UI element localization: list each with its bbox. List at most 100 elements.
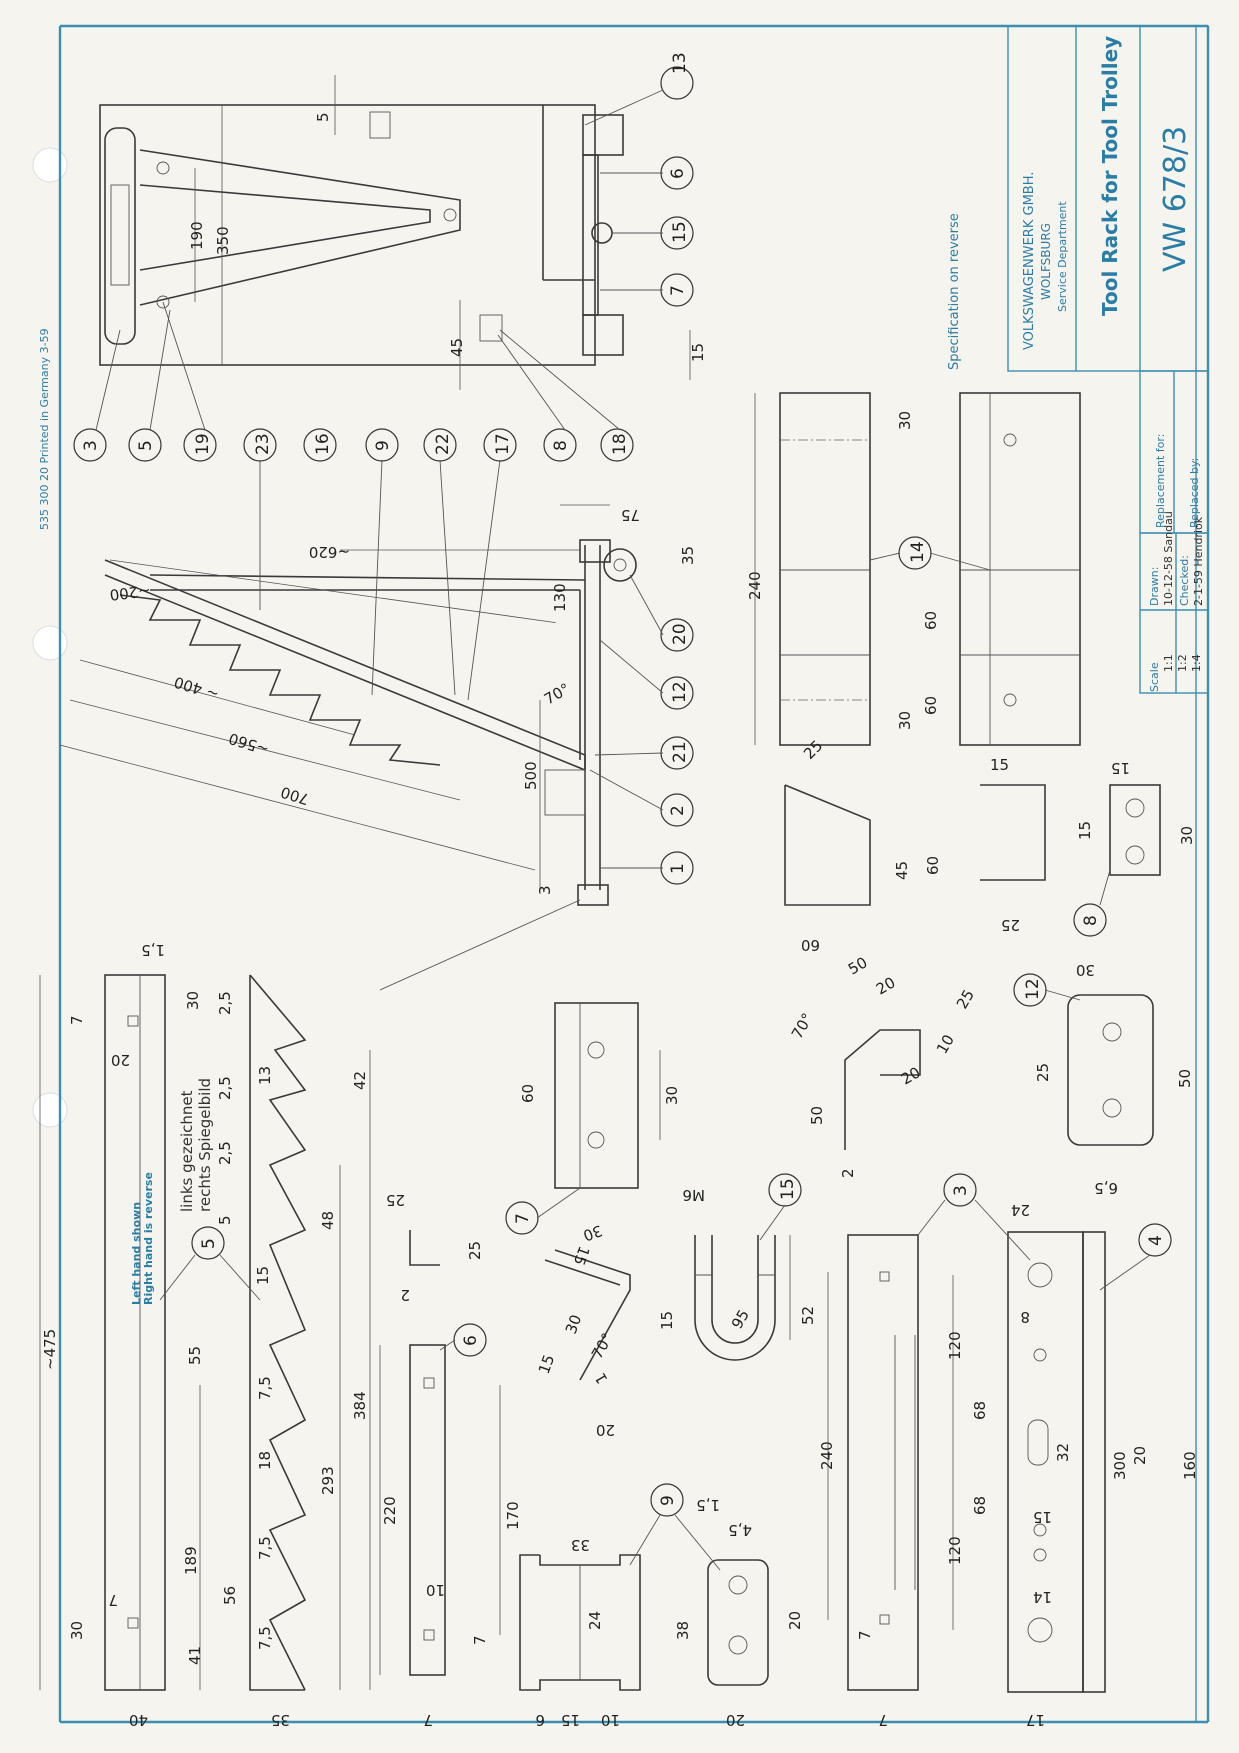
dim-13: 13 [256,1066,274,1085]
dim-160: 160 [1181,1451,1199,1480]
tray-views: 240 30 30 60 60 25 60 45 60 15 25 15 15 … [746,392,1196,954]
dim-620: ~620 [309,543,350,561]
dim-50-angle: 50 [845,953,871,978]
dim-3: 3 [536,885,554,895]
dim-50-part12: 50 [1176,1069,1194,1088]
balloon-5: 5 [136,440,156,451]
dim-9-5: 95 [728,1306,753,1332]
dim-10-part6: 10 [426,1581,445,1599]
dim-42: 42 [351,1071,369,1090]
balloon-8-detail: 8 [1081,915,1101,926]
print-note: 535 300 20 Printed in Germany 3-59 [38,328,51,530]
dim-5-slot: 5 [216,1215,234,1225]
drawn-value: 10-12-58 Sandau [1162,511,1175,606]
dim-30-tray-top: 30 [896,411,914,430]
drawing-number: VW 678/3 [1158,126,1193,272]
dim-240-tray: 240 [746,571,764,600]
dim-130: 130 [551,583,569,612]
dim-48: 48 [319,1211,337,1230]
dim-189: 189 [182,1546,200,1575]
checked-label: Checked: [1178,555,1191,606]
dim-7-part6: 7 [471,1635,489,1645]
balloon-4: 4 [1146,1235,1166,1246]
dim-14: 14 [1033,1588,1052,1606]
dim-2-5-b: 2,5 [216,1076,234,1100]
punch-hole-lower [32,1092,68,1128]
part-7-bent-views: 30 15 15 30 70° 15 1 20 [535,1221,676,1439]
angle-bracket-views: 50 20 25 10 20 70° 50 2 30 25 50 6,5 [788,953,1194,1197]
dim-6-5: 6,5 [1094,1179,1118,1197]
item-balloons: 13 6 15 7 3 5 19 23 16 9 22 17 8 18 20 1… [73,52,1172,1517]
dim-20-angle: 20 [873,973,899,998]
balloon-8: 8 [551,440,571,451]
dim-30-bracket: 30 [663,1086,681,1105]
part-3-plate-view: 240 7 7 [818,1234,919,1729]
dim-70deg: 70° [541,680,573,709]
spec-note: Specification on reverse [947,213,962,370]
dim-5: 5 [314,112,332,122]
dim-30-tray-bottom: 30 [896,711,914,730]
dim-7-plate-b: 7 [878,1711,888,1729]
dim-52: 52 [799,1306,817,1325]
dim-220: 220 [381,1496,399,1525]
balloon-22: 22 [433,433,453,455]
dim-40: 40 [129,1711,148,1729]
dim-15-slot: 15 [254,1266,272,1285]
dim-41: 41 [186,1646,204,1665]
scale-1: 1:1 [1162,654,1175,672]
company-name: VOLKSWAGENWERK GMBH. [1022,172,1037,350]
dim-2-5-c: 2,5 [216,1141,234,1165]
dim-18: 18 [256,1451,274,1470]
balloon-15: 15 [670,221,690,243]
dim-15-clip: 15 [990,756,1009,774]
dim-56: 56 [221,1586,239,1605]
dim-25-angle: 25 [953,986,978,1012]
dim-30-bent-b: 30 [562,1312,585,1336]
dim-293: 293 [319,1466,337,1495]
dim-15-part8-b: 15 [1076,821,1094,840]
drawing-title: Tool Rack for Tool Trolley [1098,36,1122,316]
dim-30-arm-top: 30 [184,991,202,1010]
balloon-12: 12 [670,681,690,703]
dim-75: 75 [621,506,640,524]
right-hand-note: Right hand is reverse [142,1172,155,1305]
dim-15-part8: 15 [1111,759,1130,777]
dim-700: 700 [279,783,312,809]
dim-400: ~ 400 [172,673,221,704]
dim-200: ~200 [109,581,152,604]
balloon-2: 2 [668,805,688,816]
punch-hole-middle [32,625,68,661]
dim-30-arm-bottom: 30 [68,1621,86,1640]
dim-45: 45 [448,338,466,357]
dim-24-part9: 24 [586,1611,604,1630]
left-hand-note: Left hand shown [130,1202,143,1305]
dim-38: 38 [674,1621,692,1640]
dim-45-side: 45 [893,861,911,880]
leader-lines [95,89,1151,1571]
dim-1-5-part9: 1,5 [696,1496,720,1514]
dim-25-side: 25 [800,737,826,763]
dim-7-5-b: 7,5 [256,1536,274,1560]
dim-30-part8: 30 [1178,826,1196,845]
part-6-views: 25 25 2 220 170 10 7 7 [379,1191,522,1729]
dim-25-clip: 25 [1001,916,1020,934]
balloon-6: 6 [668,168,688,179]
dim-70deg-angle: 70° [788,1010,817,1042]
checked-value: 2-1-59 Hendriok [1192,516,1205,606]
dim-120-a: 120 [946,1331,964,1360]
dim-15-bent-c: 15 [535,1352,558,1376]
balloon-7: 7 [668,285,688,296]
company-city: WOLFSBURG [1039,223,1053,300]
dim-20-profile: 20 [1131,1446,1149,1465]
balloon-14: 14 [908,541,928,563]
dim-33: 33 [571,1536,590,1554]
dim-60-side-base: 60 [801,936,820,954]
balloon-5-detail: 5 [199,1238,219,1249]
assembly-plan-view: 190 350 5 45 15 [99,75,707,390]
u-bolt-view: M6 95 52 [683,1186,817,1361]
dim-10-angle: 10 [933,1031,958,1057]
balloon-13: 13 [670,52,690,74]
dim-2-5-a: 2,5 [216,991,234,1015]
